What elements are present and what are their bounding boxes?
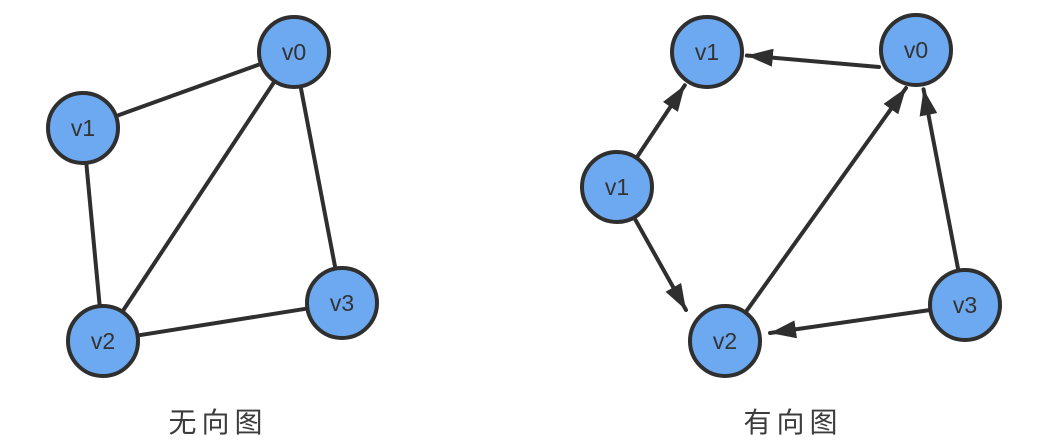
node-label: v2 [91, 328, 115, 354]
directed-graph-node-v1_left: v1 [580, 150, 654, 224]
undirected-graph-edge-v1-v2 [84, 162, 102, 307]
node-circle [670, 15, 744, 89]
undirected-graph-edge-v2-v3 [137, 306, 308, 338]
node-label: v3 [953, 292, 977, 318]
directed-graph-edge-v3-v2 [768, 308, 931, 339]
directed-graph-node-v3: v3 [928, 268, 1002, 342]
node-label: v3 [330, 290, 354, 316]
undirected-graph-edge-v0-v3 [298, 86, 338, 269]
directed-graph-edge-v2-v0 [744, 86, 908, 313]
undirected-graph-edge-v0-v1 [115, 62, 262, 118]
node-circle [305, 266, 379, 340]
node-circle [879, 13, 953, 87]
caption-undirected-graph: 无向图 [168, 407, 268, 438]
directed-graph-edge-v1_left-v1_top [635, 83, 687, 159]
directed-graph-node-v2: v2 [688, 304, 762, 378]
node-circle [46, 91, 120, 165]
node-label: v0 [282, 39, 306, 65]
node-circle [688, 304, 762, 378]
undirected-graph-node-v1: v1 [46, 91, 120, 165]
undirected-graph-edge-v0-v2 [121, 80, 276, 313]
caption-directed-graph: 有向图 [743, 407, 843, 438]
directed-graph-edge-v1_left-v2 [633, 217, 688, 312]
node-circle [580, 150, 654, 224]
node-label: v1 [71, 115, 95, 141]
directed-graph-node-v0: v0 [879, 13, 953, 87]
node-label: v2 [713, 328, 737, 354]
undirected-graph-node-v3: v3 [305, 266, 379, 340]
directed-graph-edge-v0-v1_top [744, 48, 881, 69]
node-circle [257, 15, 331, 89]
directed-graph-edge-v3-v0 [919, 87, 961, 271]
node-circle [928, 268, 1002, 342]
node-label: v1 [605, 174, 629, 200]
directed-graph-node-v1_top: v1 [670, 15, 744, 89]
node-label: v1 [695, 39, 719, 65]
node-circle [66, 304, 140, 378]
undirected-graph-node-v2: v2 [66, 304, 140, 378]
node-label: v0 [904, 37, 928, 63]
undirected-graph-node-v0: v0 [257, 15, 331, 89]
